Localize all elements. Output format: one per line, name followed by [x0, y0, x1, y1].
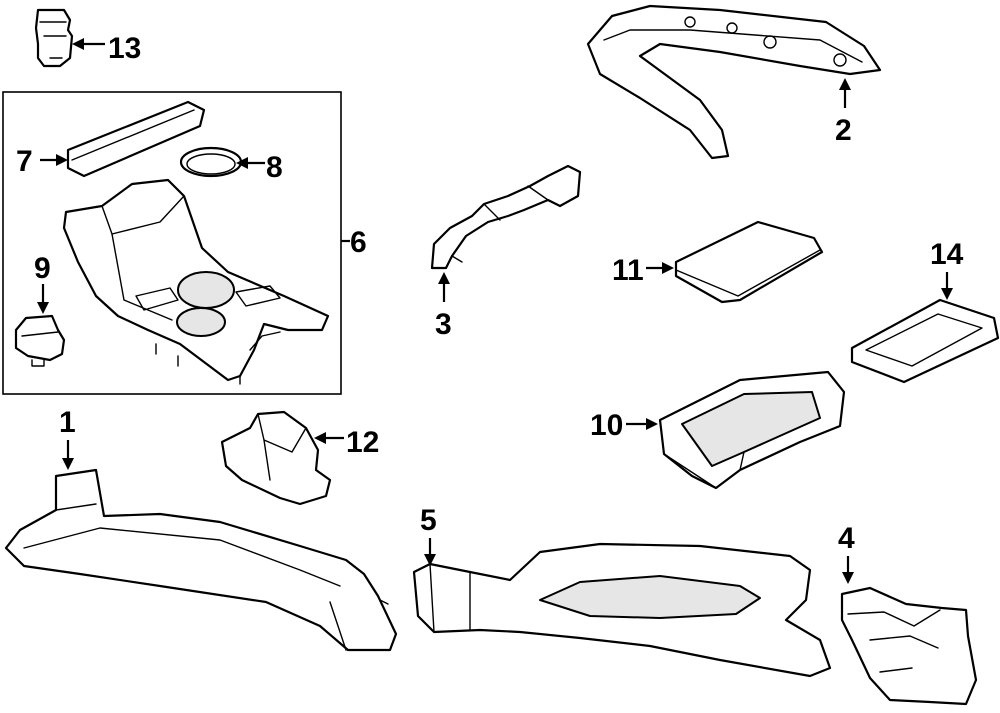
callout-2: 2	[835, 78, 852, 147]
callout-6: 6	[341, 226, 367, 259]
callout-11-label: 11	[612, 254, 644, 287]
part-6-console-housing	[62, 178, 330, 385]
part-12-bracket	[220, 410, 332, 506]
callout-5-label: 5	[420, 504, 437, 537]
callout-8: 8	[236, 151, 283, 184]
callout-6-label: 6	[350, 226, 367, 259]
callout-3: 3	[435, 272, 452, 341]
part-4-rear-duct	[840, 586, 978, 706]
part-3-wire-harness	[430, 164, 582, 270]
part-13-switch	[34, 8, 74, 68]
part-2-trim-panel	[586, 4, 882, 160]
callout-3-label: 3	[435, 308, 452, 341]
callout-4-label: 4	[838, 522, 855, 555]
callout-7: 7	[16, 145, 68, 178]
callout-1-label: 1	[59, 406, 76, 439]
callout-1: 1	[59, 406, 76, 470]
part-8-ring	[179, 146, 243, 178]
callout-9-label: 9	[34, 252, 51, 285]
callout-14: 14	[930, 238, 964, 300]
callout-11: 11	[612, 254, 674, 287]
part-1-side-trim	[4, 468, 398, 652]
part-5-air-duct	[412, 542, 832, 678]
callout-12: 12	[314, 426, 379, 459]
callout-13-label: 13	[108, 32, 141, 65]
part-11-storage-lid	[674, 220, 824, 304]
callout-10: 10	[590, 409, 658, 442]
callout-10-label: 10	[590, 409, 623, 442]
callout-8-label: 8	[266, 151, 283, 184]
assembly-6-group-box	[2, 91, 342, 395]
callout-7-label: 7	[16, 145, 33, 178]
part-7-armrest-lid	[66, 100, 206, 178]
part-10-storage-bin	[658, 370, 846, 490]
callout-9: 9	[34, 252, 51, 314]
callout-2-label: 2	[835, 114, 852, 147]
part-9-switch	[14, 314, 66, 367]
callout-13: 13	[72, 32, 141, 65]
callout-5: 5	[420, 504, 437, 566]
part-14-module	[850, 298, 1000, 384]
callout-4: 4	[838, 522, 855, 584]
callout-12-label: 12	[346, 426, 379, 459]
callout-14-label: 14	[930, 238, 964, 271]
